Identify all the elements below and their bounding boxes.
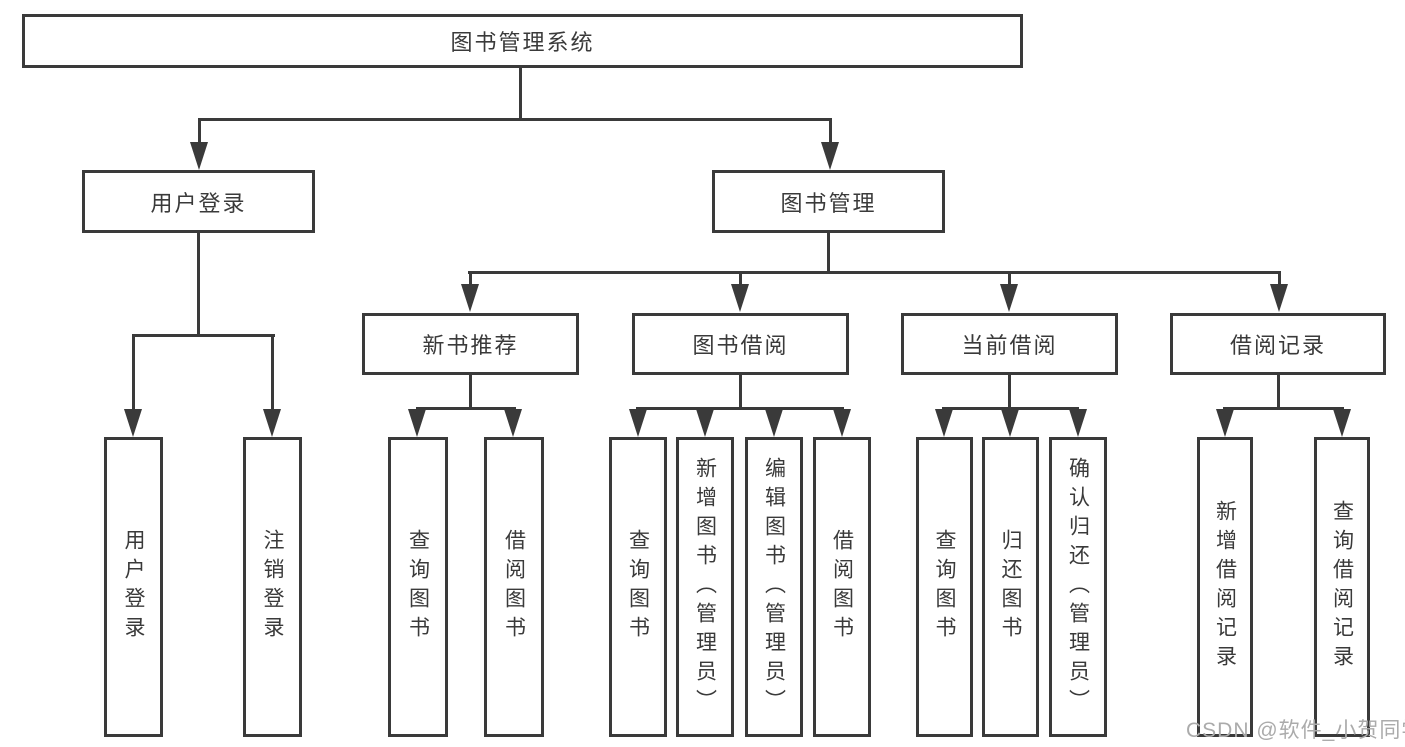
connector-new-book-rec-vline [469,375,472,409]
arrowhead-borrow-add-books [696,409,714,437]
connector-root-vline [519,68,522,118]
connector-new-book-rec-hbar [416,407,516,410]
arrowhead-current-borrow [1000,284,1018,312]
arrowhead-leaf-logout [263,409,281,437]
watermark-text: CSDN @软件_小贺同学 [1186,719,1405,742]
arrowhead-newrec-query-books [408,409,426,437]
node-current-borrow: 当前借阅 [901,313,1118,375]
leaf-current-query-books: 查询图书 [916,437,973,737]
node-root: 图书管理系统 [22,14,1023,68]
connector-root-stub-left [198,121,201,143]
arrowhead-newrec-borrow-books [504,409,522,437]
connector-root-hbar [198,118,832,121]
arrowhead-records-add [1216,409,1234,437]
connector-user-login-stub-right [271,337,274,409]
arrowhead-borrow-edit-books [765,409,783,437]
connector-borrow-records-hbar [1223,407,1344,410]
connector-book-mgmt-stub-2 [739,274,742,286]
leaf-user-login: 用户登录 [104,437,163,737]
leaf-newrec-borrow-books: 借阅图书 [484,437,544,737]
leaf-newrec-query-books: 查询图书 [388,437,448,737]
arrowhead-book-borrow [731,284,749,312]
node-book-mgmt: 图书管理 [712,170,945,233]
leaf-borrow-edit-books-admin: 编辑图书（管理员） [745,437,803,737]
leaf-current-return-books: 归还图书 [982,437,1039,737]
connector-current-borrow-hbar [942,407,1079,410]
leaf-borrow-borrow-books: 借阅图书 [813,437,871,737]
leaf-current-confirm-return-admin: 确认归还（管理员） [1049,437,1107,737]
leaf-records-query-record: 查询借阅记录 [1314,437,1370,737]
leaf-records-add-record: 新增借阅记录 [1197,437,1253,737]
node-user-login: 用户登录 [82,170,315,233]
connector-book-mgmt-vline [827,233,830,273]
arrowhead-borrow-records [1270,284,1288,312]
arrowhead-borrow-query-books [629,409,647,437]
connector-current-borrow-vline [1008,375,1011,409]
node-borrow-records: 借阅记录 [1170,313,1386,375]
arrowhead-current-confirm-return [1069,409,1087,437]
connector-book-mgmt-stub-3 [1008,274,1011,286]
connector-borrow-records-vline [1277,375,1280,409]
arrowhead-borrow-borrow-books [833,409,851,437]
arrowhead-user-login [190,142,208,170]
node-new-book-rec: 新书推荐 [362,313,579,375]
leaf-borrow-query-books: 查询图书 [609,437,667,737]
connector-user-login-vline [197,233,200,334]
connector-book-borrow-vline [739,375,742,409]
arrowhead-book-mgmt [821,142,839,170]
connector-book-mgmt-stub-1 [469,274,472,286]
leaf-borrow-add-books-admin: 新增图书（管理员） [676,437,734,737]
connector-root-stub-right [829,121,832,143]
connector-book-mgmt-hbar [468,271,1281,274]
arrowhead-records-query [1333,409,1351,437]
connector-user-login-stub-left [132,337,135,409]
arrowhead-current-return-books [1001,409,1019,437]
arrowhead-leaf-user-login [124,409,142,437]
leaf-logout: 注销登录 [243,437,302,737]
connector-user-login-hbar [132,334,275,337]
arrowhead-current-query-books [935,409,953,437]
arrowhead-new-book-rec [461,284,479,312]
connector-book-borrow-hbar [636,407,844,410]
node-book-borrow: 图书借阅 [632,313,849,375]
connector-book-mgmt-stub-4 [1278,274,1281,286]
